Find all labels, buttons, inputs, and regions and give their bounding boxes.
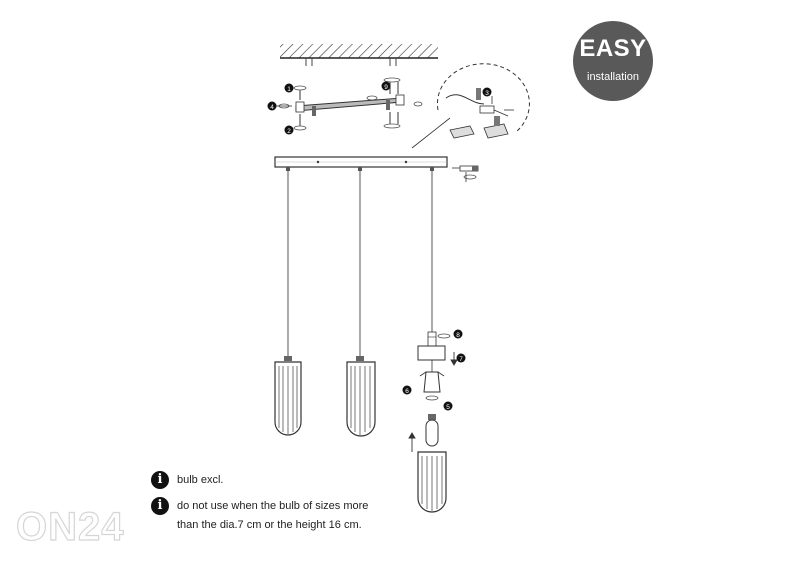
step-marker: 6 (402, 385, 412, 395)
suspension-cords (287, 171, 433, 357)
svg-text:9: 9 (384, 84, 388, 91)
step-marker: 3 (482, 87, 492, 97)
step-marker: 5 (443, 401, 453, 411)
mounting-bracket (276, 77, 423, 131)
step-marker: 9 (381, 81, 391, 91)
svg-text:7: 7 (459, 356, 463, 363)
svg-text:2: 2 (287, 128, 291, 135)
svg-text:5: 5 (446, 404, 450, 411)
note-text: bulb excl. (177, 474, 224, 486)
badge-title: EASY (579, 35, 647, 62)
exploded-assembly (408, 331, 458, 452)
step-marker: 2 (284, 125, 294, 135)
svg-text:3: 3 (485, 90, 489, 97)
detached-shade (417, 451, 447, 513)
watermark: ON24 (15, 504, 125, 549)
step-marker: 1 (284, 83, 294, 93)
step-marker: 4 (267, 101, 277, 111)
pendant-shade (346, 356, 376, 437)
step-marker: 8 (453, 329, 463, 339)
pendant-shade (274, 356, 302, 436)
svg-text:6: 6 (405, 388, 409, 395)
ceiling (280, 44, 438, 66)
badge-subtitle: installation (587, 71, 639, 83)
note-text: than the dia.7 cm or the height 16 cm. (177, 519, 362, 531)
step-marker: 7 (456, 353, 466, 363)
svg-text:8: 8 (456, 332, 460, 339)
svg-text:4: 4 (270, 104, 274, 111)
canopy-bar (274, 156, 479, 182)
info-icon: i (151, 497, 169, 515)
info-icon: i (151, 471, 169, 489)
wiring-detail (411, 63, 530, 149)
easy-installation-badge: EASY installation (573, 21, 653, 101)
note-text: do not use when the bulb of sizes more (177, 500, 369, 512)
svg-text:1: 1 (287, 86, 291, 93)
